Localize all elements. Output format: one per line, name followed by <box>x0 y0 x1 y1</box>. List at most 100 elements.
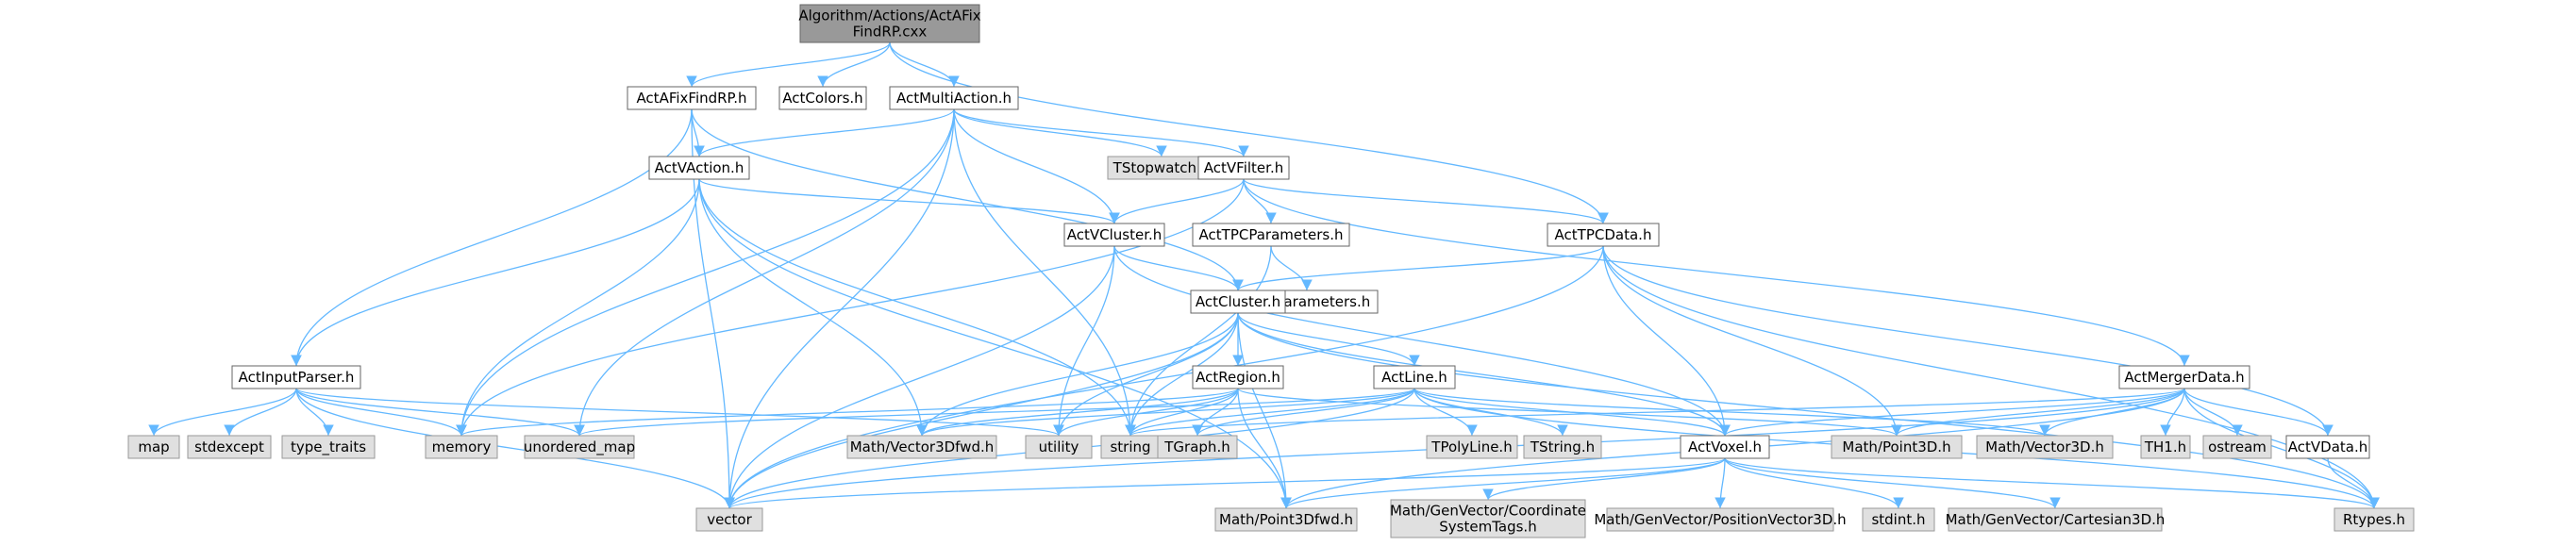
node-cluster[interactable]: ActCluster.h <box>1190 290 1286 314</box>
node-multiaction[interactable]: ActMultiAction.h <box>889 86 1019 110</box>
node-box <box>425 435 498 459</box>
edge-inputparser-to-memory <box>295 388 467 437</box>
node-point3dfwd: Math/Point3Dfwd.h <box>1214 507 1358 532</box>
node-rtypes: Rtypes.h <box>2333 507 2415 532</box>
node-memory: memory <box>425 435 498 459</box>
node-vfilter[interactable]: ActVFilter.h <box>1197 156 1290 180</box>
node-box <box>2333 507 2415 532</box>
node-vcluster[interactable]: ActVCluster.h <box>1063 223 1165 247</box>
node-tpcparams[interactable]: ActTPCParameters.h <box>1192 223 1350 247</box>
edge-line-to-voxel <box>1413 388 1731 437</box>
node-vdata[interactable]: ActVData.h <box>2285 435 2370 459</box>
node-label: ActInputParser.h <box>239 369 355 386</box>
node-inputparser[interactable]: ActInputParser.h <box>231 365 361 389</box>
edge-cluster-to-rtypes <box>1237 312 2380 509</box>
node-box <box>1107 156 1216 180</box>
edge-region-to-vec3dfwd <box>916 388 1239 437</box>
edge-tpcdata-to-vector <box>724 245 1604 509</box>
edge-line-to-string <box>1125 388 1415 437</box>
node-mergerdata[interactable]: ActMergerData.h <box>2118 365 2250 389</box>
node-box <box>1192 223 1350 247</box>
edge-vfilter-to-mergerdata <box>1243 178 2190 367</box>
node-box <box>1606 507 1834 532</box>
node-label: TGraph.h <box>1163 438 1229 455</box>
edge-mergerdata-to-point3d <box>1891 388 2185 437</box>
edge-tpcdata-to-point3d <box>1602 245 1902 437</box>
node-box <box>846 435 997 459</box>
node-unordered_map: unordered_map <box>524 435 635 459</box>
node-label: utility <box>1039 438 1079 455</box>
node-label: ActTPCParameters.h <box>1199 226 1344 243</box>
edge-voxel-to-posvec3d <box>1715 457 1726 509</box>
node-label: stdexcept <box>194 438 264 455</box>
edge-tpcdata-to-vdata <box>1602 245 2333 437</box>
node-colors[interactable]: ActColors.h <box>778 86 867 110</box>
node-tpcdata[interactable]: ActTPCData.h <box>1547 223 1660 247</box>
node-label: TPolyLine.h <box>1430 438 1512 455</box>
node-box <box>648 156 750 180</box>
edge-mergerdata-to-rtypes <box>2183 388 2380 509</box>
node-label: vector <box>707 511 752 528</box>
node-line[interactable]: ActLine.h <box>1373 365 1456 389</box>
node-label: stdint.h <box>1871 511 1925 528</box>
node-label: ActLine.h <box>1381 369 1447 386</box>
edge-vaction-to-vec3dfwd <box>698 178 928 437</box>
node-label: ActMultiAction.h <box>896 90 1012 107</box>
node-label: ActCluster.h <box>1196 293 1280 310</box>
edge-region-to-memory <box>456 388 1239 437</box>
edges-layer <box>148 41 2380 509</box>
node-box <box>1214 507 1358 532</box>
edge-root-to-fixfindrp <box>686 41 891 88</box>
node-vector: vector <box>695 507 763 532</box>
node-label: ActRegion.h <box>1196 369 1280 386</box>
node-vec3dfwd: Math/Vector3Dfwd.h <box>846 435 997 459</box>
node-box <box>1547 223 1660 247</box>
edge-region-to-utility <box>1053 388 1239 437</box>
node-box <box>1100 435 1161 459</box>
edge-tpcparams-to-vparams <box>1270 245 1313 291</box>
edge-inputparser-to-map <box>148 388 297 437</box>
edge-inputparser-to-stdexcept <box>224 388 297 437</box>
node-voxel[interactable]: ActVoxel.h <box>1680 435 1770 459</box>
node-label: ActColors.h <box>782 90 862 107</box>
node-box <box>1523 435 1602 459</box>
node-label: TH1.h <box>2144 438 2186 455</box>
edge-inputparser-to-vector <box>295 388 735 509</box>
edge-line-to-tpolyline <box>1413 388 1478 437</box>
node-fixfindrp[interactable]: ActAFixFindRP.h <box>627 86 757 110</box>
node-region[interactable]: ActRegion.h <box>1192 365 1284 389</box>
node-posvec3d: Math/GenVector/PositionVector3D.h <box>1594 507 1847 532</box>
edge-mergerdata-to-voxel <box>1719 388 2185 437</box>
node-label: string <box>1110 438 1150 455</box>
edge-multiaction-to-vcluster <box>953 108 1120 224</box>
node-vaction[interactable]: ActVAction.h <box>648 156 750 180</box>
node-label: Math/GenVector/Coordinate <box>1390 503 1586 520</box>
edge-tpcdata-to-rtypes <box>1602 245 2380 509</box>
node-label: ActVData.h <box>2288 438 2367 455</box>
node-root[interactable]: Algorithm/Actions/ActAFixFindRP.cxx <box>798 4 981 43</box>
edge-line-to-vec3dfwd <box>916 388 1415 437</box>
edge-cluster-to-string <box>1125 312 1239 437</box>
edge-vcluster-to-voxel <box>1113 245 1731 437</box>
node-label: map <box>138 438 169 455</box>
node-box <box>1192 365 1284 389</box>
node-box <box>187 435 272 459</box>
edge-cluster-to-voxel <box>1237 312 1731 437</box>
node-box <box>889 86 1019 110</box>
edge-vaction-to-vcluster <box>698 178 1120 224</box>
nodes-layer: Algorithm/Actions/ActAFixFindRP.cxxActAF… <box>127 4 2415 538</box>
node-box <box>1063 223 1165 247</box>
node-label: FindRP.cxx <box>853 24 928 41</box>
node-label: ActVoxel.h <box>1688 438 1762 455</box>
node-box <box>1948 507 2163 532</box>
edge-cluster-to-point3dfwd <box>1237 312 1292 509</box>
node-box <box>2118 365 2250 389</box>
node-box <box>127 435 180 459</box>
edge-tpcparams-to-string <box>1125 245 1272 437</box>
edge-vaction-to-point3dfwd <box>698 178 1292 509</box>
node-box <box>1831 435 1963 459</box>
edge-voxel-to-cart3d <box>1724 457 2061 509</box>
node-box <box>799 4 980 43</box>
node-label: Math/Point3D.h <box>1842 438 1950 455</box>
node-map: map <box>127 435 180 459</box>
